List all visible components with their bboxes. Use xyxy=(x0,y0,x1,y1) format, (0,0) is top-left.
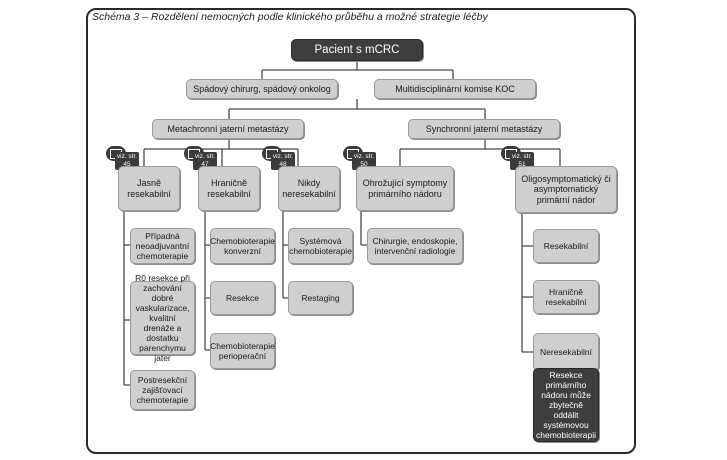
node-nikdy-label: Nikdy neresekabilní xyxy=(282,178,336,199)
item-label: Chemobioterapie perioperační xyxy=(210,341,275,361)
page-ref-number: 51 xyxy=(518,161,526,168)
page-ref-text: viz. str. xyxy=(272,153,294,160)
root-label: Pacient s mCRC xyxy=(314,43,400,56)
item-label: Resekce xyxy=(225,293,260,303)
page-ref-text: viz. str. xyxy=(353,153,375,160)
node-hranicne-resekabilni: Hraničně resekabilní xyxy=(198,166,260,211)
node-spadovy-label: Spádový chirurg, spádový onkolog xyxy=(193,83,331,94)
item-label: Případná neoadjuvantní chemoterapie xyxy=(135,231,190,261)
item-label: Chemobioterapie konverzní xyxy=(210,236,275,256)
item-label: Resekabilní xyxy=(543,241,589,251)
node-ohrozujici-label: Ohrožující symptomy primárního nádoru xyxy=(362,178,448,199)
item-label: Restaging xyxy=(301,293,340,303)
node-hranicne-label: Hraničně resekabilní xyxy=(207,178,251,199)
node-komise-label: Multidisciplinární komise KOC xyxy=(395,83,515,94)
node-metachronni-label: Metachronní jaterní metastázy xyxy=(167,123,289,134)
node-oligo-hranicne: Hraničně resekabilní xyxy=(533,280,599,314)
item-label: Postresekční zajišťovací chemoterapie xyxy=(136,375,189,405)
root-node: Pacient s mCRC xyxy=(291,39,423,61)
node-jasne-resekabilni: Jasně resekabilní xyxy=(118,166,180,211)
page-ref-47[interactable]: viz. str. 47 xyxy=(184,146,218,172)
note-label: Resekce primárního nádoru může zbytečně … xyxy=(536,370,597,440)
node-neoadjuvantni: Případná neoadjuvantní chemoterapie xyxy=(130,228,195,264)
node-r0-resekce: R0 resekce při zachování dobré vaskulari… xyxy=(130,273,195,363)
node-chemobioterapie-perioperacni: Chemobioterapie perioperační xyxy=(210,333,275,369)
page-ref-45[interactable]: viz. str. 45 xyxy=(106,146,140,172)
page-ref-text: viz. str. xyxy=(116,153,138,160)
item-label: Systémová chemobioterapie xyxy=(289,236,352,256)
page-ref-50[interactable]: viz. str. 50 xyxy=(343,146,377,172)
node-spadovy: Spádový chirurg, spádový onkolog xyxy=(186,79,338,99)
node-resekce: Resekce xyxy=(210,281,275,315)
page-ref-text: viz. str. xyxy=(194,153,216,160)
node-synchronni-label: Synchronní jaterní metastázy xyxy=(425,123,543,134)
diagram-title: Schéma 3 – Rozdělení nemocných podle kli… xyxy=(92,11,488,23)
page-ref-number: 50 xyxy=(360,161,368,168)
page-ref-51[interactable]: viz. str. 51 xyxy=(501,146,535,172)
page-ref-48[interactable]: viz. str. 48 xyxy=(262,146,296,172)
node-oligosymptomaticky: Oligosymptomatický či asymptomatický pri… xyxy=(515,166,617,213)
node-metachronni: Metachronní jaterní metastázy xyxy=(152,119,304,139)
page-ref-tag: viz. str. 50 xyxy=(352,152,376,170)
node-oligo-label: Oligosymptomatický či asymptomatický pri… xyxy=(521,173,611,205)
node-chirurgie-endoskopie: Chirurgie, endoskopie, intervenční radio… xyxy=(367,228,463,264)
node-ohrozujici-symptomy: Ohrožující symptomy primárního nádoru xyxy=(356,166,454,211)
page-ref-tag: viz. str. 48 xyxy=(271,152,295,170)
page-ref-tag: viz. str. 47 xyxy=(193,152,217,170)
node-nikdy-neresekabilni: Nikdy neresekabilní xyxy=(278,166,340,211)
node-synchronni: Synchronní jaterní metastázy xyxy=(408,119,560,139)
item-label: Hraničně resekabilní xyxy=(545,287,587,307)
page-ref-tag: viz. str. 45 xyxy=(115,152,139,170)
node-restaging: Restaging xyxy=(288,281,353,315)
node-jasne-label: Jasně resekabilní xyxy=(127,178,171,199)
page-ref-tag: viz. str. 51 xyxy=(510,152,534,170)
page-ref-number: 47 xyxy=(201,161,209,168)
page-ref-number: 48 xyxy=(279,161,287,168)
node-chemobioterapie-konverzni: Chemobioterapie konverzní xyxy=(210,228,275,264)
page-ref-text: viz. str. xyxy=(511,153,533,160)
node-systemova-chemobioterapie: Systémová chemobioterapie xyxy=(288,228,353,264)
node-note-resekce-primarniho: Resekce primárního nádoru může zbytečně … xyxy=(533,368,599,442)
item-label: R0 resekce při zachování dobré vaskulari… xyxy=(135,273,190,363)
page-ref-number: 45 xyxy=(123,161,131,168)
node-oligo-neresekabilni: Neresekabilní xyxy=(533,333,599,371)
item-label: Neresekabilní xyxy=(540,347,592,357)
node-oligo-resekabilni: Resekabilní xyxy=(533,229,599,263)
item-label: Chirurgie, endoskopie, intervenční radio… xyxy=(372,236,458,256)
node-postresekcni: Postresekční zajišťovací chemoterapie xyxy=(130,370,195,410)
node-komise: Multidisciplinární komise KOC xyxy=(374,79,536,99)
